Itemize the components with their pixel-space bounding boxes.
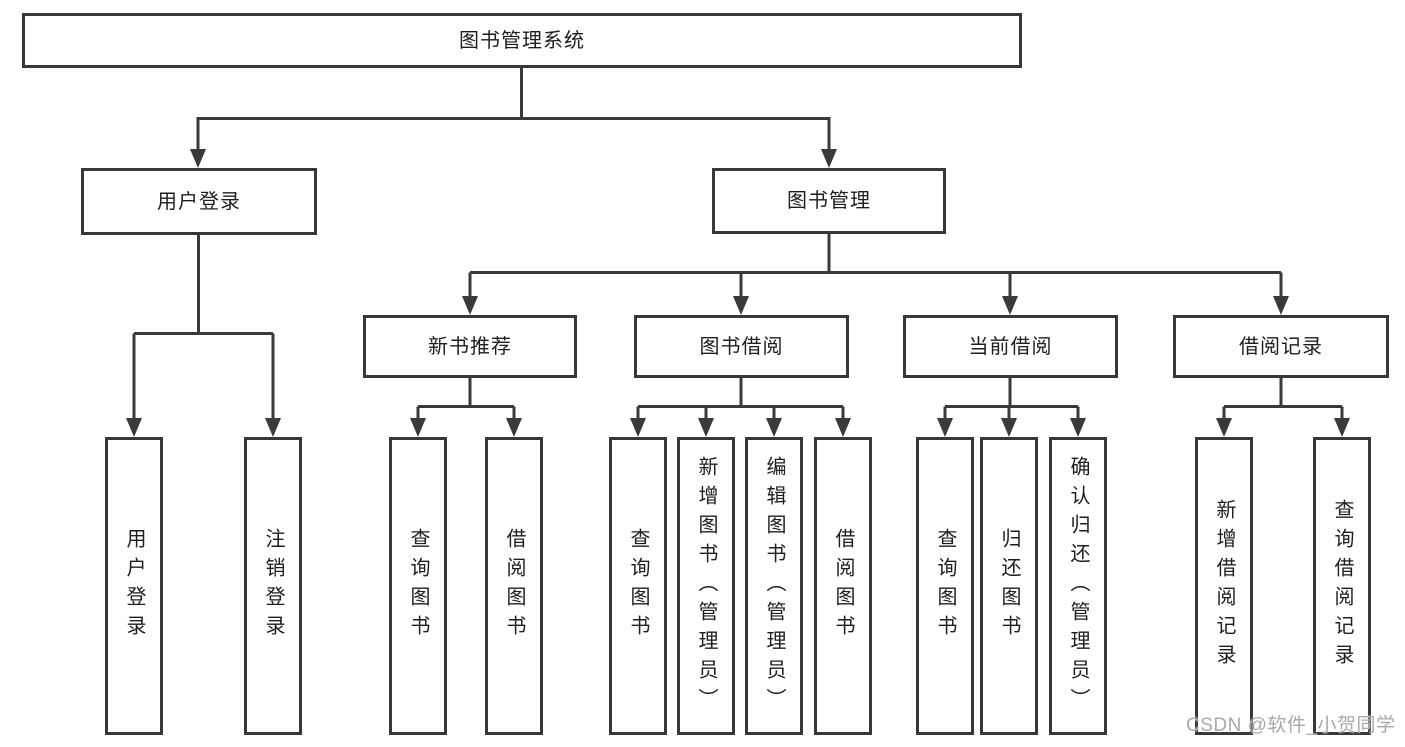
node-new-book-recommendation: 新书推荐 bbox=[363, 315, 577, 378]
node-book-management: 图书管理 bbox=[712, 168, 946, 234]
leaf-borrow-edit-books-admin: 编辑图书（管理员） bbox=[745, 437, 803, 735]
node-library-management-system: 图书管理系统 bbox=[22, 13, 1022, 68]
leaf-record-query-borrow-record: 查询借阅记录 bbox=[1313, 437, 1371, 735]
node-current-borrowing: 当前借阅 bbox=[903, 315, 1118, 378]
leaf-borrow-query-books: 查询图书 bbox=[609, 437, 667, 735]
node-user-login: 用户登录 bbox=[81, 168, 317, 235]
leaf-current-query-books: 查询图书 bbox=[916, 437, 974, 735]
leaf-record-add-borrow-record: 新增借阅记录 bbox=[1195, 437, 1253, 735]
leaf-rec-query-books: 查询图书 bbox=[389, 437, 447, 735]
leaf-logout: 注销登录 bbox=[244, 437, 302, 735]
node-book-borrowing: 图书借阅 bbox=[634, 315, 849, 378]
csdn-watermark: CSDN @软件_小贺同学 bbox=[1186, 715, 1396, 736]
leaf-rec-borrow-books: 借阅图书 bbox=[485, 437, 543, 735]
leaf-current-return-books: 归还图书 bbox=[980, 437, 1038, 735]
leaf-current-confirm-return-admin: 确认归还（管理员） bbox=[1049, 437, 1107, 735]
node-borrowing-records: 借阅记录 bbox=[1173, 315, 1389, 378]
leaf-user-login: 用户登录 bbox=[105, 437, 163, 735]
leaf-borrow-borrow-books: 借阅图书 bbox=[814, 437, 872, 735]
leaf-borrow-add-books-admin: 新增图书（管理员） bbox=[677, 437, 735, 735]
